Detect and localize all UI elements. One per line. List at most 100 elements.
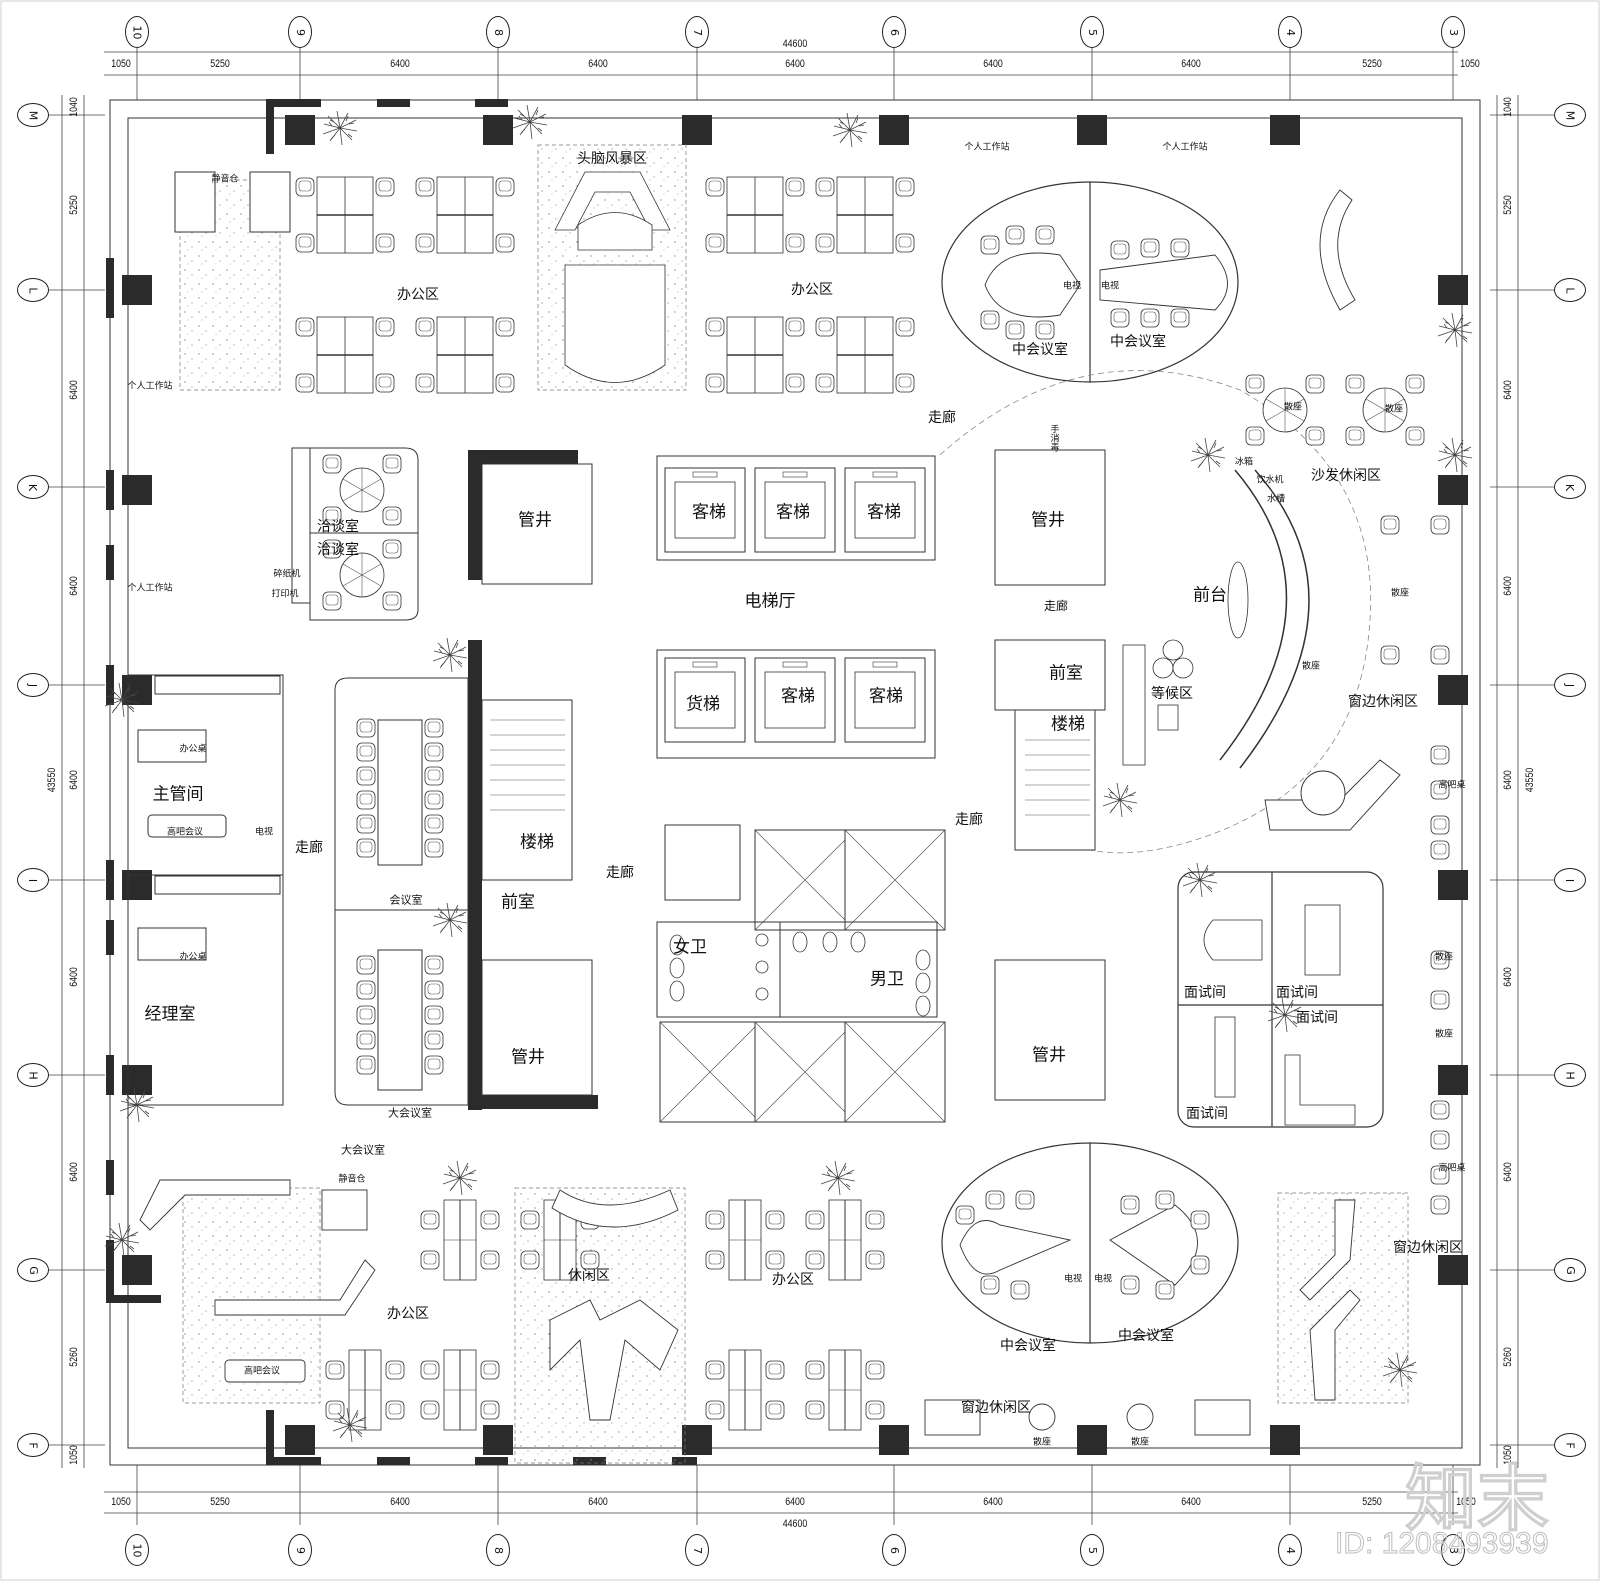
label-quiet-pod-bottom: 静音仓 xyxy=(338,1174,366,1185)
dim-right-6: 6400 xyxy=(1502,1162,1514,1182)
room-label-male-wc: 男卫 xyxy=(870,969,904,990)
axis-bubble-left-H: H xyxy=(17,1063,49,1087)
dim-left-5: 6400 xyxy=(68,967,80,987)
dim-left-1: 5250 xyxy=(68,195,80,215)
label-tv-4: 电视 xyxy=(1063,1274,1083,1285)
room-label-reception: 前台 xyxy=(1193,585,1227,606)
room-label-corridor-right2: 走廊 xyxy=(1043,599,1069,613)
watermark-id: ID: 1208493939 xyxy=(1335,1527,1550,1561)
dim-left-2: 6400 xyxy=(68,380,80,400)
room-label-stairs-1: 楼梯 xyxy=(520,832,554,853)
dim-top-4: 6400 xyxy=(785,58,805,70)
room-label-window-lounge-1: 窗边休闲区 xyxy=(1348,694,1418,710)
label-casual-seat-4: 散座 xyxy=(1301,661,1321,672)
axis-bubble-left-M: M xyxy=(17,103,49,127)
room-label-mid-meeting-2: 中会议室 xyxy=(1110,334,1166,350)
room-label-passenger-elevator-1: 客梯 xyxy=(692,502,726,523)
dim-top-0: 1050 xyxy=(111,58,131,70)
room-label-manager: 经理室 xyxy=(144,1004,196,1025)
axis-bubble-left-I: I xyxy=(17,868,49,892)
overall-width-bottom: 44600 xyxy=(782,1518,808,1530)
room-label-sofa-lounge: 沙发休闲区 xyxy=(1311,468,1381,484)
room-label-negotiation-1: 洽谈室 xyxy=(317,519,359,535)
label-casual-seat-2: 散座 xyxy=(1384,404,1404,415)
overall-height-right: 43550 xyxy=(1524,767,1536,793)
room-label-mid-meeting-4: 中会议室 xyxy=(1118,1328,1174,1344)
dim-top-7: 5250 xyxy=(1362,58,1382,70)
label-desk-2: 办公桌 xyxy=(179,952,207,963)
overall-width-top: 44600 xyxy=(782,38,808,50)
label-shredder: 碎纸机 xyxy=(273,569,301,580)
room-label-passenger-elevator-2: 客梯 xyxy=(776,502,810,523)
room-label-pipe-well-2: 管井 xyxy=(1031,510,1065,531)
label-bar-meeting-1: 高吧会议 xyxy=(166,827,204,838)
dim-left-4: 6400 xyxy=(68,770,80,790)
axis-bubble-left-G: G xyxy=(17,1258,49,1282)
room-label-anteroom-2: 前室 xyxy=(1049,663,1083,684)
dim-bottom-8: 1050 xyxy=(1456,1496,1476,1508)
dim-right-2: 6400 xyxy=(1502,380,1514,400)
axis-bubble-right-G: G xyxy=(1554,1258,1586,1282)
room-label-waiting: 等候区 xyxy=(1151,686,1193,702)
axis-bubble-right-K: K xyxy=(1554,475,1586,499)
room-label-supervisor: 主管间 xyxy=(152,784,204,805)
room-label-interview-2: 面试间 xyxy=(1276,985,1318,1001)
axis-bubble-bottom-3: 3 xyxy=(1441,1534,1465,1566)
axis-bubble-right-F: F xyxy=(1554,1433,1586,1457)
label-workstation-3: 个人工作站 xyxy=(964,142,1010,153)
axis-bubble-bottom-6: 6 xyxy=(882,1534,906,1566)
dim-right-7: 5260 xyxy=(1502,1347,1514,1367)
dim-bottom-1: 5250 xyxy=(210,1496,230,1508)
axis-bubble-top-9: 9 xyxy=(288,16,312,48)
room-label-anteroom-1: 前室 xyxy=(501,892,535,913)
axis-bubble-left-F: F xyxy=(17,1433,49,1457)
room-label-corridor-top: 走廊 xyxy=(928,410,956,426)
dim-top-6: 6400 xyxy=(1181,58,1201,70)
axis-bubble-bottom-5: 5 xyxy=(1080,1534,1104,1566)
room-label-corridor-center: 走廊 xyxy=(606,865,634,881)
label-casual-seat-6: 散座 xyxy=(1434,1029,1454,1040)
room-label-interview-3: 面试间 xyxy=(1296,1010,1338,1026)
room-label-pipe-well-1: 管井 xyxy=(518,510,552,531)
dim-bottom-4: 6400 xyxy=(785,1496,805,1508)
axis-bubble-bottom-10: 10 xyxy=(125,1534,149,1566)
label-workstation-1: 个人工作站 xyxy=(127,381,173,392)
label-workstation-2: 个人工作站 xyxy=(127,583,173,594)
axis-bubble-top-8: 8 xyxy=(486,16,510,48)
label-casual-seat-7: 散座 xyxy=(1032,1437,1052,1448)
room-label-elevator-hall: 电梯厅 xyxy=(744,591,796,612)
dim-left-8: 1050 xyxy=(68,1445,80,1465)
dim-top-3: 6400 xyxy=(588,58,608,70)
label-fridge: 冰箱 xyxy=(1234,457,1254,468)
dim-left-7: 5260 xyxy=(68,1347,80,1367)
room-label-office-top-left: 办公区 xyxy=(397,287,439,303)
dim-right-4: 6400 xyxy=(1502,770,1514,790)
label-casual-seat-3: 散座 xyxy=(1390,588,1410,599)
room-label-pipe-well-3: 管井 xyxy=(511,1047,545,1068)
label-casual-seat-8: 散座 xyxy=(1130,1437,1150,1448)
dim-right-3: 6400 xyxy=(1502,576,1514,596)
room-label-leisure: 休闲区 xyxy=(568,1268,610,1284)
room-label-pipe-well-4: 管井 xyxy=(1032,1045,1066,1066)
axis-bubble-top-5: 5 xyxy=(1080,16,1104,48)
label-water-dispenser: 饮水机 xyxy=(1256,475,1284,486)
axis-bubble-bottom-7: 7 xyxy=(685,1534,709,1566)
room-label-office-bottom-left: 办公区 xyxy=(387,1306,429,1322)
dim-bottom-3: 6400 xyxy=(588,1496,608,1508)
label-sink: 水槽 xyxy=(1266,494,1286,505)
room-label-stairs-2: 楼梯 xyxy=(1051,714,1085,735)
axis-bubble-bottom-9: 9 xyxy=(288,1534,312,1566)
axis-bubble-bottom-4: 4 xyxy=(1278,1534,1302,1566)
dim-left-0: 1040 xyxy=(68,97,80,117)
axis-bubble-bottom-8: 8 xyxy=(486,1534,510,1566)
label-high-bar-2: 高吧桌 xyxy=(1438,1163,1466,1174)
room-label-mid-meeting-1: 中会议室 xyxy=(1012,342,1068,358)
dim-right-1: 5250 xyxy=(1502,195,1514,215)
dim-top-5: 6400 xyxy=(983,58,1003,70)
axis-bubble-right-I: I xyxy=(1554,868,1586,892)
room-label-large-meeting-2: 大会议室 xyxy=(341,1143,385,1157)
axis-bubble-left-L: L xyxy=(17,278,49,302)
axis-bubble-right-H: H xyxy=(1554,1063,1586,1087)
room-label-mid-meeting-3: 中会议室 xyxy=(1000,1338,1056,1354)
